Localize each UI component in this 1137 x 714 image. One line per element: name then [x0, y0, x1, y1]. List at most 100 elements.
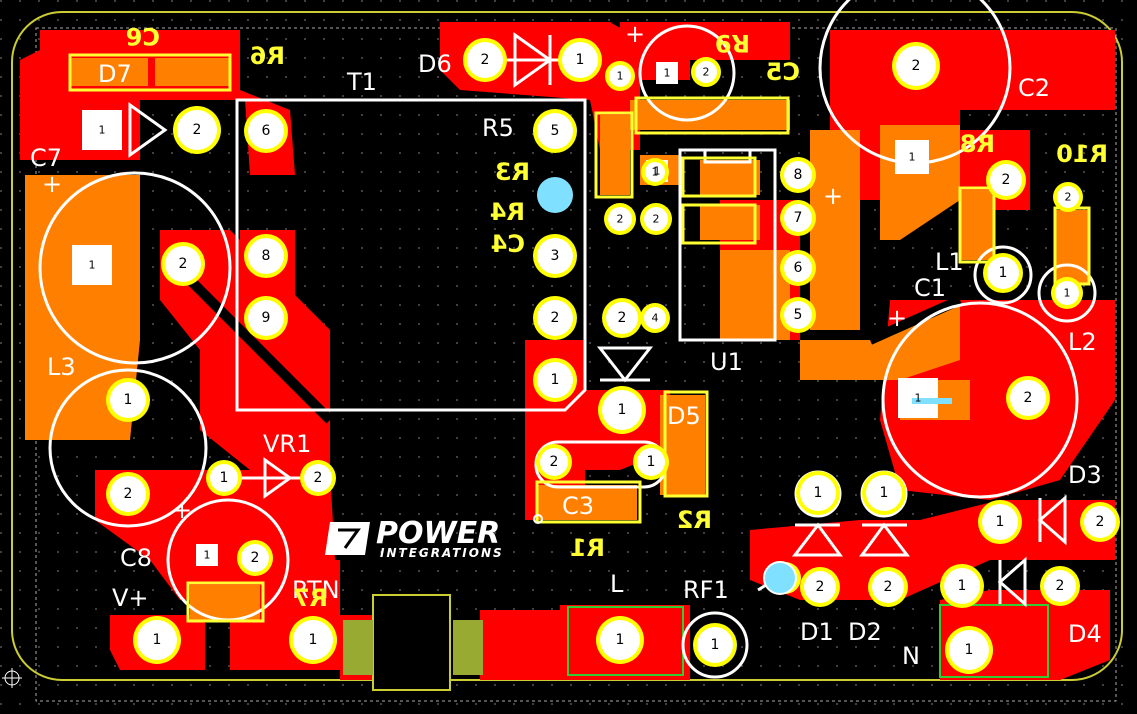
diode-symbols — [128, 32, 1067, 608]
label-r10: R10 — [1056, 140, 1108, 168]
through-hole-pad[interactable] — [562, 42, 598, 78]
copper-bottom-layer — [25, 58, 1090, 620]
through-hole-pad[interactable] — [137, 620, 177, 660]
through-hole-pad[interactable] — [645, 162, 665, 182]
through-hole-pad[interactable] — [1010, 380, 1046, 416]
l3-outline — [48, 368, 208, 528]
pad-number: 2 — [551, 310, 560, 326]
pad-number: 1 — [576, 52, 585, 68]
through-hole-pads — [106, 38, 1120, 674]
through-hole-pad[interactable] — [537, 300, 573, 336]
through-hole-pad[interactable] — [608, 207, 632, 231]
pad-number: 2 — [481, 52, 490, 68]
through-hole-pad[interactable] — [990, 164, 1022, 196]
label-l1: L1 — [935, 248, 964, 276]
through-hole-pad[interactable] — [987, 257, 1019, 289]
via — [537, 177, 573, 213]
through-hole-pad[interactable] — [110, 476, 146, 512]
pad-number: 1 — [965, 642, 974, 658]
through-hole-pad[interactable] — [784, 204, 812, 232]
through-hole-pad[interactable] — [644, 307, 666, 329]
through-hole-pad[interactable] — [784, 254, 812, 282]
through-hole-pad[interactable] — [695, 61, 717, 83]
through-hole-pad[interactable] — [600, 620, 640, 660]
pad-number: 1 — [654, 165, 661, 178]
through-hole-pad[interactable] — [784, 301, 812, 329]
through-hole-pad[interactable] — [177, 110, 217, 150]
pad-number: 2 — [1056, 578, 1065, 594]
through-hole-pad[interactable] — [697, 627, 733, 663]
pad-number: 1 — [711, 637, 720, 653]
through-hole-pad[interactable] — [110, 382, 146, 418]
pad-number: 1 — [616, 632, 625, 648]
label-c4: C4 — [491, 230, 525, 258]
pad-number: 1 — [996, 514, 1005, 530]
t1-outline — [235, 98, 587, 412]
pad-number: 4 — [652, 312, 659, 325]
c7-outline — [38, 171, 232, 365]
label-r2: R2 — [677, 506, 712, 534]
label-d7: D7 — [98, 60, 132, 88]
power-integrations-logo: POWER INTEGRATIONS — [325, 514, 543, 560]
through-hole-pad[interactable] — [784, 161, 812, 189]
label-l2: L2 — [1068, 328, 1097, 356]
pad-number: 2 — [1096, 514, 1105, 530]
through-hole-pad[interactable] — [637, 448, 665, 476]
through-hole-pad[interactable] — [800, 475, 836, 511]
through-hole-pad[interactable] — [609, 65, 631, 87]
through-hole-pad[interactable] — [165, 246, 201, 282]
label-r9: R9 — [715, 29, 750, 57]
pad-number: 3 — [551, 248, 560, 264]
through-hole-pad[interactable] — [1044, 570, 1076, 602]
through-hole-pad[interactable] — [804, 571, 836, 603]
through-hole-pad[interactable] — [949, 630, 989, 670]
through-hole-pad[interactable] — [210, 464, 238, 492]
through-hole-pad[interactable] — [537, 238, 573, 274]
through-hole-pad[interactable] — [1057, 186, 1079, 208]
through-hole-pad[interactable] — [982, 504, 1018, 540]
pad-number: 1 — [153, 632, 162, 648]
through-hole-pad[interactable] — [540, 448, 568, 476]
pad-number: 9 — [262, 310, 271, 326]
pad-number: 7 — [794, 210, 803, 226]
through-hole-pad[interactable] — [304, 464, 332, 492]
c5-plus: + — [625, 20, 645, 48]
label-r6: R6 — [250, 42, 285, 70]
through-hole-pad[interactable] — [248, 300, 284, 336]
label-r8: R8 — [960, 130, 995, 158]
through-hole-pad[interactable] — [896, 46, 936, 86]
through-hole-pad[interactable] — [944, 568, 980, 604]
pad-number: 1 — [309, 632, 318, 648]
through-hole-pad[interactable] — [248, 238, 284, 274]
r9-outline — [638, 24, 736, 122]
label-c3: C3 — [562, 492, 594, 520]
connector-n-outline — [939, 604, 1049, 678]
label-c6: C6 — [126, 22, 160, 50]
label-d5: D5 — [667, 402, 701, 430]
pad-number: 8 — [262, 248, 271, 264]
through-hole-pad[interactable] — [602, 390, 642, 430]
through-hole-pad[interactable] — [293, 620, 333, 660]
through-hole-pad[interactable] — [467, 42, 503, 78]
origin-marker — [2, 668, 22, 688]
through-hole-pad[interactable] — [644, 207, 668, 231]
label-d6: D6 — [418, 50, 452, 78]
label-rtn: RTN — [292, 576, 340, 604]
through-hole-pad[interactable] — [537, 362, 573, 398]
label-d4: D4 — [1068, 620, 1102, 648]
label-u1: U1 — [710, 348, 743, 376]
pad-number: 2 — [912, 58, 921, 74]
through-hole-pad[interactable] — [241, 544, 269, 572]
through-hole-pad[interactable] — [248, 113, 284, 149]
through-hole-pad[interactable] — [537, 113, 573, 149]
label-c5: C5 — [766, 58, 800, 86]
through-hole-pad[interactable] — [866, 475, 902, 511]
pad-number: 2 — [816, 579, 825, 595]
through-hole-pad[interactable] — [872, 571, 904, 603]
polarity-marks: + + + + + — [42, 20, 907, 524]
through-hole-pad[interactable] — [606, 302, 638, 334]
through-hole-pad[interactable] — [1055, 281, 1079, 305]
through-hole-pad[interactable] — [1084, 506, 1116, 538]
